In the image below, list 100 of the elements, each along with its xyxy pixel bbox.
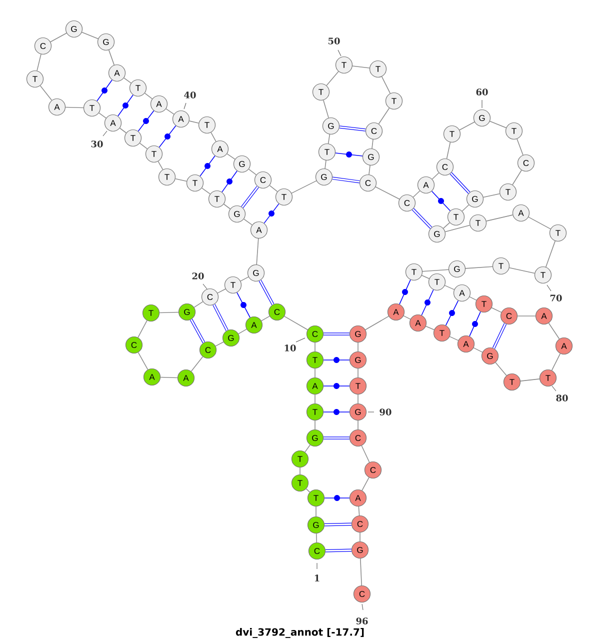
backbone-line	[490, 120, 506, 128]
backbone-line	[138, 320, 148, 338]
position-number: 20	[192, 272, 204, 280]
base-pair-line	[222, 170, 238, 192]
backbone-line	[238, 328, 247, 334]
base-pair-line	[264, 203, 280, 224]
backbone-line	[378, 108, 390, 124]
backbone-line	[158, 161, 164, 170]
backbone-line	[381, 76, 391, 94]
backbone-line	[365, 316, 389, 330]
backbone-line	[316, 533, 318, 543]
base-pair-line	[158, 125, 176, 148]
base-pair-line	[326, 548, 352, 552]
base-pair-line	[335, 152, 363, 158]
backbone-line	[188, 120, 200, 124]
position-number: 10	[284, 344, 296, 352]
base-pair-line	[96, 80, 112, 102]
backbone-line	[65, 106, 84, 108]
backbone-line	[491, 307, 502, 313]
backbone-line	[482, 193, 500, 198]
backbone-line	[119, 128, 127, 134]
backbone-line	[314, 394, 316, 404]
backbone-line	[160, 376, 178, 378]
backbone-line	[444, 224, 470, 232]
backbone-line	[446, 142, 451, 160]
backbone-line	[358, 506, 360, 516]
backbone-line	[360, 558, 362, 586]
base-pair-line	[200, 155, 216, 177]
backbone-line	[240, 276, 249, 282]
backbone-line	[82, 32, 98, 40]
backbone-line	[473, 347, 483, 353]
backbone-line	[40, 85, 52, 101]
position-number: 60	[476, 88, 488, 96]
position-number: 80	[556, 394, 568, 402]
base-pair-line	[324, 436, 350, 440]
backbone-line	[269, 184, 278, 192]
backbone-line	[291, 180, 317, 194]
backbone-line	[323, 100, 329, 118]
base-pair-line	[324, 332, 350, 336]
base-pair-line	[431, 190, 451, 212]
backbone-line	[261, 316, 270, 322]
backbone-line	[190, 356, 204, 372]
backbone-line	[449, 336, 459, 341]
backbone-line	[548, 322, 560, 340]
base-pair-line	[324, 522, 352, 526]
backbone-line	[314, 342, 316, 352]
backbone-line	[215, 342, 224, 346]
base-pair-line	[323, 409, 350, 415]
base-pair-line	[323, 357, 350, 363]
backbone-line	[465, 266, 493, 269]
backbone-line	[174, 178, 188, 182]
backbone-line	[36, 54, 42, 72]
backbone-line	[217, 288, 226, 294]
backbone-line	[412, 190, 420, 198]
backbone-line	[459, 122, 475, 130]
base-pair-line	[332, 176, 360, 184]
backbone-line	[520, 378, 540, 382]
backbone-line	[226, 153, 236, 160]
position-number: 1	[314, 574, 320, 582]
backbone-line	[486, 214, 514, 222]
caption: dvi_3792_annot [-17.7]	[236, 628, 364, 638]
backbone-line	[328, 134, 330, 144]
base-pair-line	[469, 311, 481, 337]
backbone-line	[432, 172, 440, 180]
base-pair-line	[450, 172, 470, 194]
position-number: 50	[328, 38, 340, 44]
backbone-line	[361, 445, 370, 463]
backbone-line	[314, 420, 316, 430]
backbone-line	[50, 32, 67, 42]
backbone-line	[194, 301, 204, 308]
backbone-line	[352, 66, 370, 68]
backbone-line	[372, 139, 374, 149]
position-number: 90	[380, 408, 392, 416]
backbone-line	[495, 362, 507, 376]
backbone-line	[444, 285, 455, 290]
backbone-line	[324, 160, 326, 169]
backbone-line	[516, 138, 524, 156]
backbone-line	[545, 240, 556, 268]
base-pair-line	[399, 279, 411, 305]
base-pair-line	[323, 383, 350, 389]
position-number: 70	[550, 294, 562, 302]
base-pair-line	[324, 495, 350, 501]
backbone-line	[469, 296, 477, 301]
backbone-line	[326, 71, 339, 86]
position-number: 40	[184, 92, 196, 98]
backbone-line	[202, 188, 210, 194]
base-pair-line	[118, 94, 134, 116]
backbone-line	[210, 132, 216, 142]
backbone-line	[256, 238, 259, 265]
backbone-line	[375, 186, 400, 200]
backbone-line	[508, 267, 536, 274]
base-pair-line	[421, 289, 434, 316]
base-pair-line	[236, 292, 250, 318]
position-number: 96	[356, 618, 368, 624]
backbone-line	[108, 50, 115, 66]
backbone-line	[306, 488, 310, 493]
base-pair-line	[412, 208, 432, 229]
backbone-line	[528, 216, 551, 230]
backbone-line	[159, 312, 179, 314]
base-pair-line	[445, 300, 459, 326]
